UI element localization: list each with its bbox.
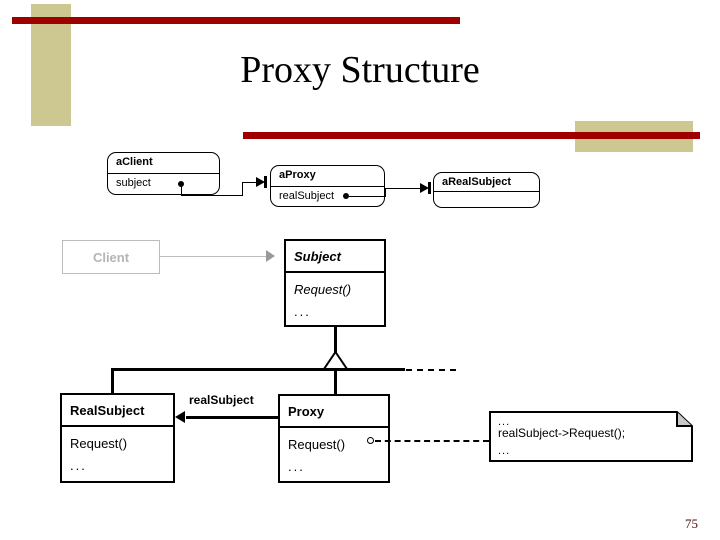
object-aclient-name: aClient [116,156,153,168]
class-subject-ellipsis: ... [294,304,311,319]
aclient-link-horizontal [181,195,243,196]
object-arealsubject-name: aRealSubject [442,176,512,188]
class-proxy-divider [280,426,388,428]
generalization-dashed-continuation [406,369,456,371]
object-aproxy-name: aProxy [279,169,316,181]
generalization-drop-realsubject [111,368,114,394]
object-aproxy-divider [271,186,384,187]
object-aclient-attribute: subject [116,177,151,189]
aproxy-link-horizontal [349,196,386,197]
page-title: Proxy Structure [240,49,480,91]
class-realsubject-ellipsis: ... [70,458,87,473]
association-label-realsubject: realSubject [189,393,254,407]
proxy-note-anchor-circle [367,437,374,444]
class-subject: Subject Request() ... [284,239,386,327]
class-proxy-ellipsis: ... [288,459,305,474]
aproxy-link-vertical [385,188,386,197]
arealsubject-link-endbar [428,182,431,194]
object-aclient-divider [108,173,219,174]
object-arealsubject-attribute [434,192,539,208]
class-client: Client [62,240,160,274]
class-proxy: Proxy Request() ... [278,394,390,483]
object-aclient: aClient subject [107,152,220,195]
class-subject-name: Subject [294,249,341,264]
class-realsubject-operation: Request() [70,436,128,451]
class-realsubject: RealSubject Request() ... [60,393,175,483]
aproxy-link-endbar [264,176,267,188]
note-line-2: realSubject->Request(); [498,426,626,440]
header-red-rule-bottom [243,132,700,139]
proxy-realsubject-association-line [186,416,278,419]
class-realsubject-divider [62,425,173,427]
aclient-link-vertical2 [242,182,243,196]
aproxy-to-arealsubject-arrowhead [420,183,429,193]
note-box: ... realSubject->Request(); ... [489,411,693,462]
object-aproxy-attribute: realSubject [279,190,335,202]
class-subject-divider [286,271,384,273]
note-box-outline [489,411,693,462]
class-proxy-operation: Request() [288,437,346,452]
object-aproxy: aProxy realSubject [270,165,385,207]
class-subject-operation: Request() [294,282,352,297]
class-client-name: Client [92,249,130,265]
note-line-1: ... [498,416,511,428]
aproxy-link-horizontal2 [385,188,421,189]
class-proxy-name: Proxy [288,404,325,419]
class-realsubject-name: RealSubject [70,403,145,418]
proxy-realsubject-arrowhead [175,411,185,423]
generalization-crossbar [111,368,405,371]
generalization-stem [334,327,337,353]
client-to-subject-arrowhead [266,250,275,262]
page-number: 75 [685,516,698,531]
aproxy-association-dot [343,193,349,199]
proxy-note-dashed-line [375,440,489,442]
generalization-drop-proxy [334,368,337,395]
aclient-to-aproxy-arrowhead [256,177,265,187]
aclient-link-vertical [181,184,182,196]
header-red-rule-top [12,17,460,24]
client-to-subject-line [160,256,266,257]
aclient-link-horizontal2 [242,182,257,183]
object-arealsubject: aRealSubject [433,172,540,208]
object-arealsubject-divider [434,191,539,192]
header-beige-bar-left [31,4,71,126]
note-line-3: ... [498,445,511,457]
